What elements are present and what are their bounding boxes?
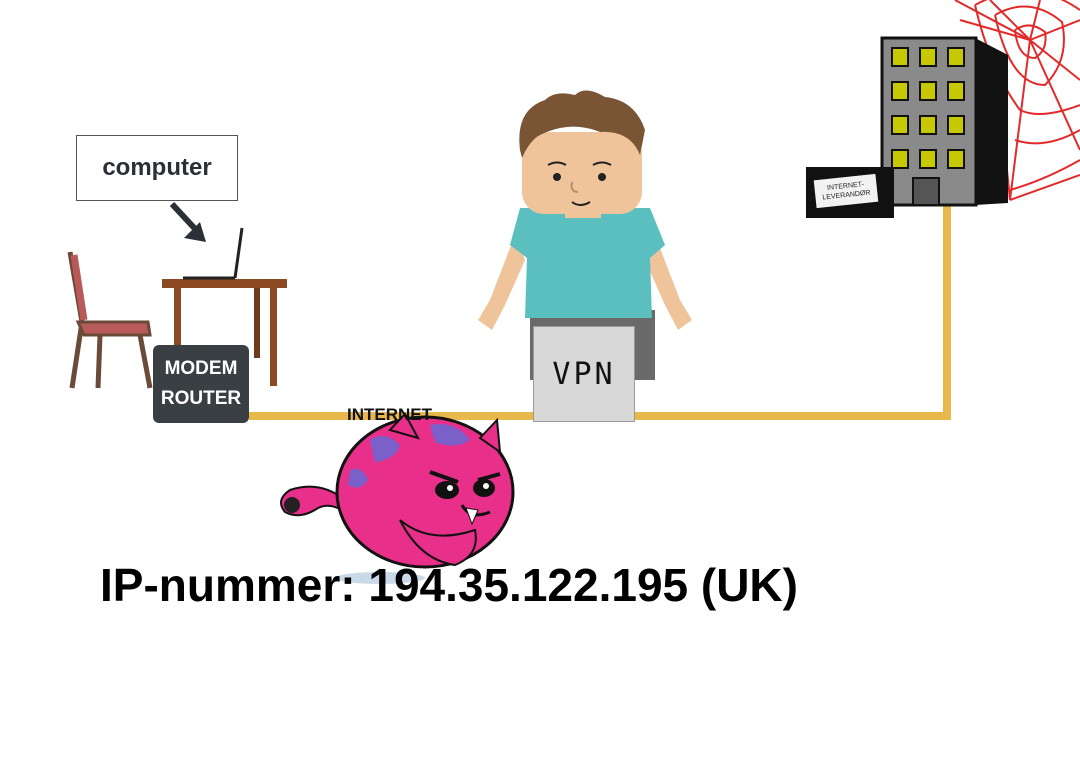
- chair-icon: [67, 251, 153, 389]
- person-icon: [478, 90, 692, 380]
- laptop-icon: [183, 227, 244, 280]
- computer-callout: computer: [76, 135, 238, 201]
- computer-label: computer: [102, 154, 212, 181]
- cable-line: [249, 200, 951, 420]
- vpn-box: VPN: [533, 326, 635, 422]
- modem-router-box: MODEM ROUTER: [153, 345, 249, 423]
- building-icon: [880, 36, 1008, 207]
- isp-sign-plate: INTERNET- LEVERANDØR: [813, 173, 879, 209]
- router-label-line2: ROUTER: [160, 388, 242, 409]
- vpn-label: VPN: [552, 356, 616, 392]
- desk-icon: [162, 279, 287, 386]
- isp-sign: INTERNET- LEVERANDØR: [806, 167, 894, 218]
- router-label-line1: MODEM: [164, 358, 238, 379]
- ip-address-text: IP-nummer: 194.35.122.195 (UK): [100, 559, 798, 611]
- arrow-icon: [169, 201, 206, 242]
- monster-cat-icon: [280, 412, 515, 584]
- internet-label: INTERNET: [347, 405, 432, 424]
- spider-web-icon: [954, 0, 1080, 201]
